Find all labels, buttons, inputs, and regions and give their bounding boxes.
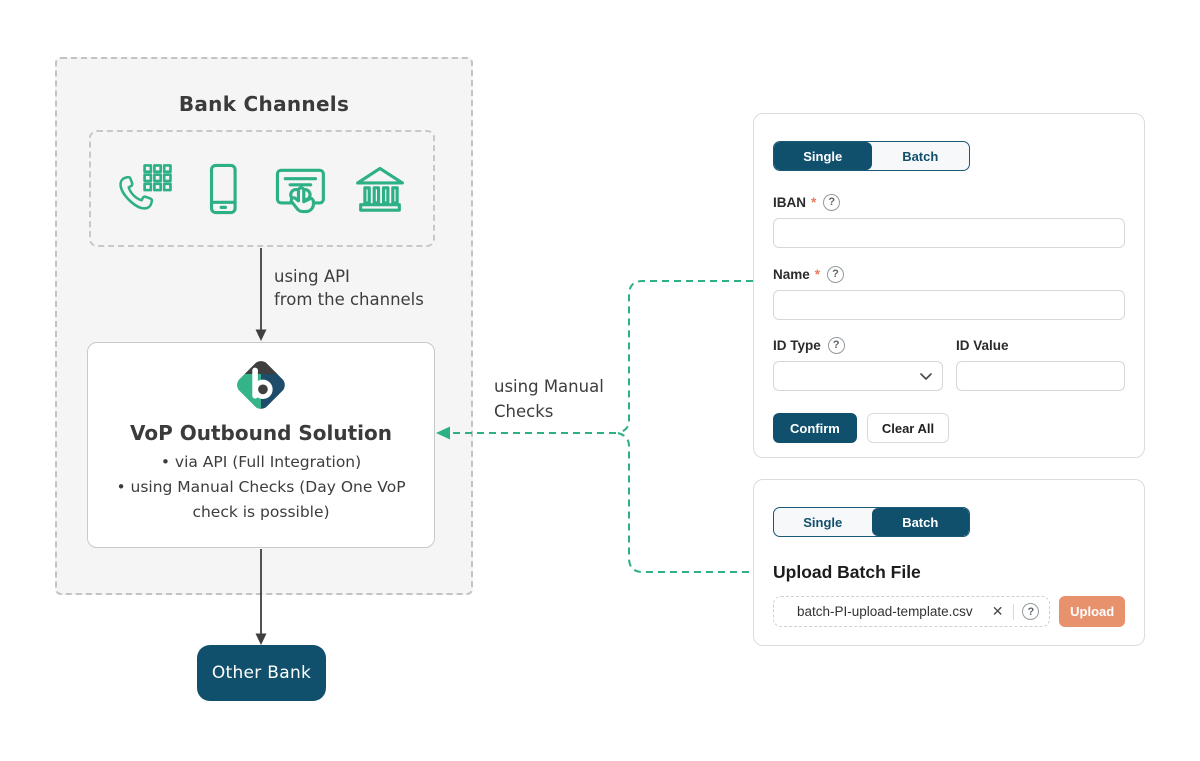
tab-single[interactable]: Single bbox=[774, 142, 872, 170]
vop-logo-icon bbox=[233, 357, 289, 413]
branch-bank-icon bbox=[355, 166, 404, 212]
upload-batch-heading: Upload Batch File bbox=[773, 562, 921, 582]
vop-outbound-box: VoP Outbound Solution via API (Full Inte… bbox=[87, 342, 435, 548]
clear-all-button[interactable]: Clear All bbox=[866, 413, 950, 443]
name-input[interactable] bbox=[773, 290, 1125, 320]
id-type-label: ID Type bbox=[773, 337, 821, 353]
id-type-select-value[interactable] bbox=[773, 361, 943, 391]
single-batch-tabs: Single Batch bbox=[773, 141, 970, 171]
id-value-input[interactable] bbox=[956, 361, 1125, 391]
batch-upload-panel: Single Batch Upload Batch File batch-PI-… bbox=[753, 479, 1145, 646]
single-batch-tabs: Single Batch bbox=[773, 507, 970, 537]
required-asterisk: * bbox=[814, 266, 821, 282]
bank-channels-title: Bank Channels bbox=[178, 92, 350, 116]
id-value-label-row: ID Value bbox=[956, 336, 1125, 354]
remove-file-icon[interactable]: ✕ bbox=[991, 603, 1004, 619]
name-label: Name bbox=[773, 266, 810, 282]
tab-single[interactable]: Single bbox=[803, 514, 843, 530]
batch-file-name: batch-PI-upload-template.csv bbox=[797, 604, 973, 619]
online-banking-icon bbox=[276, 168, 326, 213]
using-manual-checks-label: using Manual Checks bbox=[494, 377, 604, 421]
name-label-row: Name * ? bbox=[773, 265, 1125, 283]
channel-icons-box bbox=[89, 130, 435, 247]
iban-label-row: IBAN * ? bbox=[773, 193, 1125, 211]
using-api-label: using API from the channels bbox=[274, 267, 424, 309]
iban-label: IBAN bbox=[773, 194, 806, 210]
tab-batch[interactable]: Batch bbox=[902, 148, 939, 164]
vop-bullet: via API (Full Integration) bbox=[104, 450, 418, 475]
other-bank-node: Other Bank bbox=[197, 645, 326, 701]
phone-banking-icon bbox=[119, 163, 173, 210]
chevron-down-icon bbox=[920, 373, 932, 380]
confirm-button[interactable]: Confirm bbox=[773, 413, 857, 443]
name-help-icon[interactable]: ? bbox=[827, 265, 845, 283]
vop-box-title: VoP Outbound Solution bbox=[130, 421, 392, 445]
required-asterisk: * bbox=[811, 194, 817, 210]
batch-file-input[interactable]: batch-PI-upload-template.csv ✕ ? bbox=[773, 596, 1051, 627]
id-type-help-icon[interactable]: ? bbox=[827, 336, 845, 354]
id-value-label: ID Value bbox=[956, 337, 1009, 353]
id-type-select[interactable] bbox=[773, 361, 943, 391]
upload-button[interactable]: Upload bbox=[1059, 596, 1125, 627]
tab-batch[interactable]: Batch bbox=[871, 508, 969, 536]
single-check-panel: Single Batch IBAN * ? Name * ? ID Type ? bbox=[753, 113, 1145, 458]
divider bbox=[1013, 603, 1015, 620]
mobile-banking-icon bbox=[209, 163, 237, 214]
file-help-icon[interactable]: ? bbox=[1022, 603, 1040, 620]
id-type-label-row: ID Type ? bbox=[773, 336, 943, 354]
vop-bullet-list: via API (Full Integration) using Manual … bbox=[88, 450, 434, 525]
iban-help-icon[interactable]: ? bbox=[823, 193, 841, 211]
vop-bullet: using Manual Checks (Day One VoP check i… bbox=[104, 475, 418, 525]
iban-input[interactable] bbox=[773, 218, 1125, 248]
